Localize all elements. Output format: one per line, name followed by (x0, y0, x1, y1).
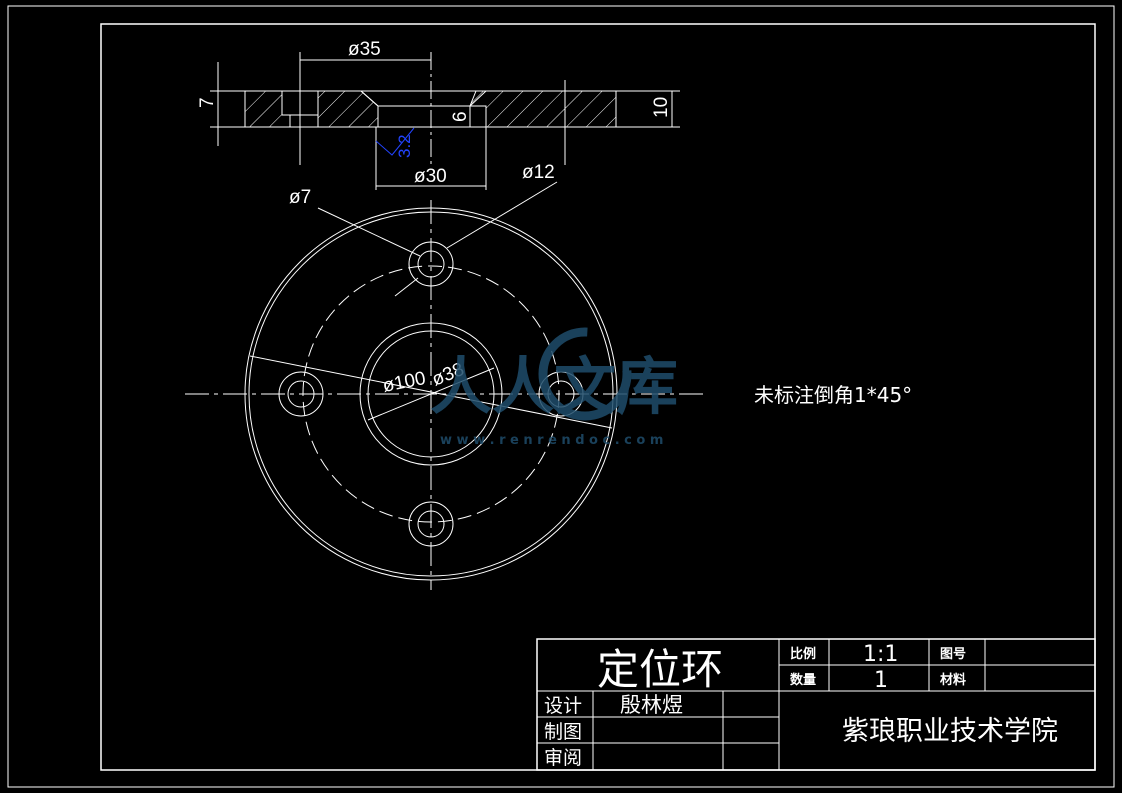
dim-6-height: 6 (450, 111, 471, 122)
scale-value: 1:1 (863, 642, 898, 667)
dim-10-height: 10 (651, 97, 672, 118)
dim-30: ø30 (414, 166, 447, 187)
section-right-hatch (469, 90, 617, 128)
dim-7-diameter: ø7 (289, 187, 311, 208)
chamfer-note: 未标注倒角1*45° (754, 383, 912, 407)
part-name: 定位环 (597, 645, 723, 694)
dim-100: ø100 (381, 368, 428, 397)
section-left-hatch (244, 90, 291, 128)
hole-left-outer (278, 371, 324, 417)
material-label: 材料 (940, 672, 966, 688)
quantity-value: 1 (874, 668, 888, 693)
roughness-value: 3.2 (395, 134, 414, 158)
roughness-symbol (375, 127, 415, 156)
school-name: 紫琅职业技术学院 (842, 716, 1058, 747)
designer-name: 殷林煜 (620, 693, 683, 717)
quantity-label: 数量 (790, 672, 816, 688)
scale-label: 比例 (790, 646, 816, 662)
drawing-no-label: 图号 (940, 647, 966, 662)
review-label: 审阅 (544, 747, 582, 769)
design-label: 设计 (544, 695, 582, 717)
section-view (210, 52, 680, 190)
hole-bottom-outer (408, 501, 454, 547)
drafting-label: 制图 (544, 721, 582, 743)
plan-view (185, 181, 705, 590)
section-left-inner-hatch (317, 90, 379, 128)
watermark: 人人文库 w w w . r e n r e n d o c . c o m (430, 327, 678, 448)
dim-12: ø12 (522, 162, 555, 183)
hole-top-outer (408, 241, 454, 287)
dim-35: ø35 (348, 39, 381, 60)
watermark-url: w w w . r e n r e n d o c . c o m (440, 433, 663, 448)
hole-right-outer (538, 371, 584, 417)
title-block (536, 638, 1096, 771)
outer-border (7, 5, 1115, 788)
dim-7-height: 7 (197, 97, 218, 108)
watermark-logo-text: 人人文库 (430, 350, 678, 423)
